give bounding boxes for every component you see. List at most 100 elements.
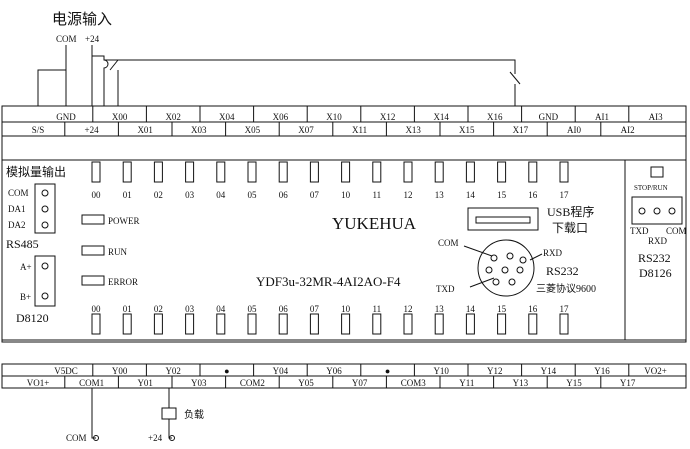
top-terminal-upper-2: X02 <box>165 112 181 122</box>
output-label-0: 00 <box>92 304 102 314</box>
output-led <box>278 313 288 335</box>
output-led <box>559 313 569 335</box>
input-label-12: 14 <box>466 190 476 200</box>
top-terminal-upper-5: X10 <box>326 112 342 122</box>
bottom-terminal-lower-0: VO1+ <box>27 378 50 388</box>
switch-label: STOP/RUN <box>634 184 668 192</box>
bottom-terminal-upper-11: VO2+ <box>644 366 667 376</box>
usb-port-slot <box>475 216 531 224</box>
bottom-terminal-upper-6: ● <box>385 366 390 376</box>
input-led <box>153 161 163 183</box>
input-label-9: 11 <box>372 190 381 200</box>
output-label-15: 17 <box>560 304 570 314</box>
input-led <box>185 161 195 183</box>
input-led <box>497 161 507 183</box>
top-terminal-lower-6: X11 <box>352 125 367 135</box>
bottom-terminal-lower-4: COM2 <box>240 378 265 388</box>
bottom-terminal-lower-6: Y07 <box>352 378 368 388</box>
input-led <box>216 161 226 183</box>
rs485-pin-hole <box>41 262 49 270</box>
usb-label-line1: USB程序 <box>547 204 594 219</box>
input-label-4: 04 <box>216 190 226 200</box>
input-led <box>341 161 351 183</box>
error-led <box>81 275 105 286</box>
output-led <box>122 313 132 335</box>
load-wiring <box>91 388 177 441</box>
model-number: YDF3u-32MR-4AI2AO-F4 <box>256 274 401 289</box>
power-com-label: COM <box>56 34 77 44</box>
right-rxd-label: RXD <box>648 236 668 246</box>
input-led <box>465 161 475 183</box>
bottom-terminal-upper-9: Y14 <box>541 366 557 376</box>
analog-pin-hole <box>41 205 49 213</box>
input-led <box>559 161 569 183</box>
input-led <box>434 161 444 183</box>
right-rs232-pin <box>668 207 676 215</box>
usb-label-line2: 下载口 <box>552 221 588 235</box>
load-24v-label: +24 <box>148 433 163 443</box>
right-rs232-connector[interactable] <box>631 196 683 225</box>
input-label-6: 06 <box>279 190 289 200</box>
power-24v-label: +24 <box>85 34 100 44</box>
output-label-10: 12 <box>404 304 413 314</box>
output-label-12: 14 <box>466 304 476 314</box>
top-terminal-block <box>1 105 687 137</box>
output-led <box>216 313 226 335</box>
right-rs232-title: RS232 <box>638 251 671 265</box>
bottom-terminal-upper-1: Y00 <box>112 366 128 376</box>
input-label-1: 01 <box>123 190 132 200</box>
analog-pin-hole <box>41 189 49 197</box>
top-terminal-upper-8: X16 <box>487 112 503 122</box>
output-label-7: 07 <box>310 304 320 314</box>
output-led <box>372 313 382 335</box>
rs232-din-connector[interactable] <box>477 239 535 297</box>
input-led <box>309 161 319 183</box>
din-rxd-label: RXD <box>543 248 563 258</box>
output-label-11: 13 <box>435 304 445 314</box>
top-terminal-lower-4: X05 <box>245 125 261 135</box>
top-terminal-lower-3: X03 <box>191 125 207 135</box>
top-terminal-lower-10: AI0 <box>567 125 581 135</box>
output-led <box>497 313 507 335</box>
input-led <box>528 161 538 183</box>
run-led <box>81 245 105 256</box>
input-led <box>372 161 382 183</box>
rs485-connector <box>34 255 56 307</box>
analog-pin-da1: DA1 <box>8 204 26 214</box>
run-led-label: RUN <box>108 247 128 257</box>
input-label-5: 05 <box>248 190 258 200</box>
top-terminal-upper-9: GND <box>539 112 559 122</box>
top-terminal-upper-10: AI1 <box>595 112 609 122</box>
top-terminal-upper-1: X00 <box>112 112 128 122</box>
input-label-3: 03 <box>185 190 195 200</box>
output-label-4: 04 <box>216 304 226 314</box>
stop-run-switch[interactable] <box>650 166 664 178</box>
output-led <box>91 313 101 335</box>
bottom-terminal-upper-0: V5DC <box>54 366 78 376</box>
input-label-7: 07 <box>310 190 320 200</box>
analog-pin-com: COM <box>8 188 29 198</box>
right-com-label: COM <box>666 226 687 236</box>
power-input-wires <box>37 45 521 116</box>
right-rs232-id: D8126 <box>639 266 672 280</box>
input-label-15: 17 <box>560 190 570 200</box>
load-label: 负载 <box>184 408 204 421</box>
output-label-9: 11 <box>372 304 381 314</box>
output-label-1: 01 <box>123 304 132 314</box>
input-label-2: 02 <box>154 190 163 200</box>
output-label-2: 02 <box>154 304 163 314</box>
top-terminal-lower-2: X01 <box>137 125 153 135</box>
brand-name: YUKEHUA <box>332 214 417 233</box>
bottom-terminal-upper-2: Y02 <box>165 366 181 376</box>
bottom-terminal-lower-11: Y17 <box>620 378 636 388</box>
din-rs232-label: RS232 <box>546 264 579 278</box>
bottom-terminal-upper-7: Y10 <box>433 366 449 376</box>
input-label-11: 13 <box>435 190 445 200</box>
output-label-14: 16 <box>528 304 538 314</box>
analog-out-title: 模拟量输出 <box>6 164 66 179</box>
analog-pin-hole <box>41 221 49 229</box>
bottom-terminal-upper-5: Y06 <box>326 366 342 376</box>
